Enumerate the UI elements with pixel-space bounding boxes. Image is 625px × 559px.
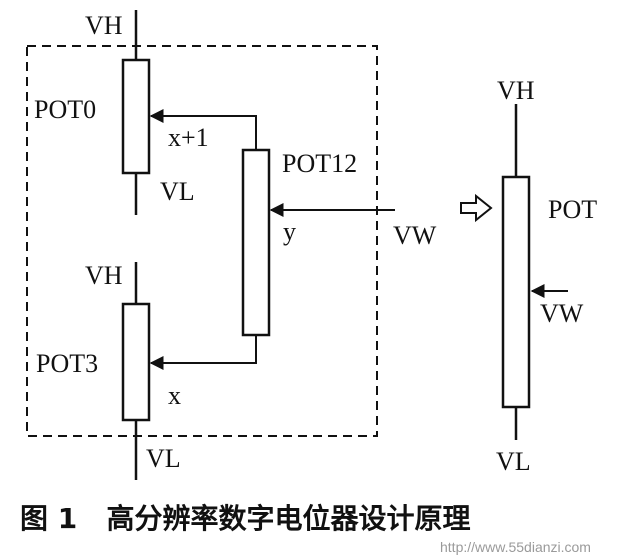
vw-input-label: VW: [393, 221, 437, 250]
equivalent-pot-resistor: [501, 104, 531, 440]
equivalence-arrow-icon: [460, 193, 493, 223]
y-label: y: [283, 217, 296, 246]
pot-vl-label: VL: [496, 447, 531, 476]
pot3-vl-label: VL: [146, 444, 181, 473]
pot0-name-label: POT0: [34, 95, 96, 124]
watermark-url: http://www.55dianzi.com: [440, 539, 591, 555]
x-plus-1-label: x+1: [168, 123, 209, 152]
pot3-name-label: POT3: [36, 349, 98, 378]
pot3-vh-label: VH: [85, 261, 123, 290]
wiper-wire-x: [149, 335, 257, 370]
pot12-name-label: POT12: [282, 149, 357, 178]
pot0-vl-label: VL: [160, 177, 195, 206]
pot-vw-label: VW: [540, 299, 584, 328]
pot3-resistor: [121, 262, 151, 480]
dashed-boundary: [26, 45, 378, 437]
x-label: x: [168, 381, 181, 410]
wiper-wire-x-plus-1: [149, 109, 257, 150]
pot0-resistor: [121, 10, 151, 215]
pot-name-label: POT: [548, 195, 597, 224]
pot0-vh-label: VH: [85, 11, 123, 40]
figure-caption: 图 1 高分辨率数字电位器设计原理: [20, 502, 470, 535]
pot-vh-label: VH: [497, 76, 535, 105]
pot12-resistor: [241, 148, 271, 337]
